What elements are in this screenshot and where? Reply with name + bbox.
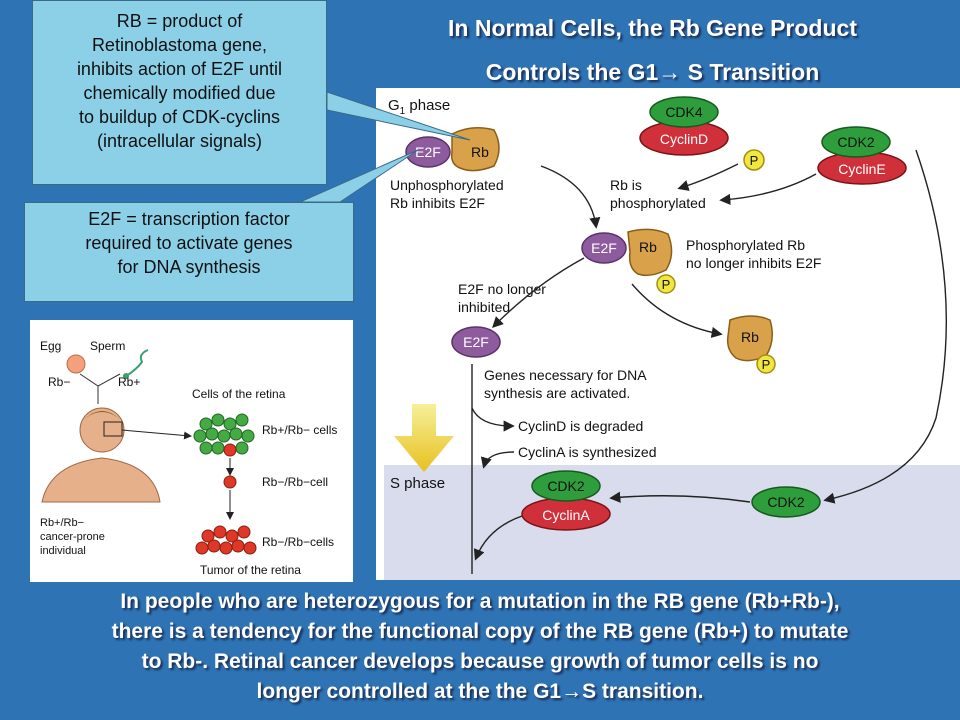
cdk2-oval-3	[751, 486, 821, 518]
sperm-label: Sperm	[90, 339, 125, 353]
genes-label-2: synthesis are activated.	[484, 385, 630, 401]
e2f-definition-callout: E2F = transcription factor required to a…	[24, 202, 354, 302]
g1-phase-label: G1 phase	[388, 97, 450, 117]
bottom-line-1: In people who are heterozygous for a mut…	[120, 590, 840, 613]
rb-plus-label: Rb+	[118, 375, 140, 389]
genes-label-1: Genes necessary for DNA	[484, 367, 647, 383]
s-phase-band	[384, 465, 960, 580]
rb-mm-cells-label: Rb−/Rb−cells	[262, 535, 334, 549]
person-hair	[80, 411, 124, 424]
cell-cycle-diagram: G1 phase S phase E2F Rb Unphosphorylated…	[376, 88, 960, 580]
rb-callout-line: Retinoblastoma gene,	[91, 35, 268, 55]
rb-is-label-1: Rb is	[610, 177, 642, 193]
bottom-line-2: there is a tendency for the functional c…	[111, 620, 849, 643]
nolonger-label-1: E2F no longer	[458, 281, 546, 297]
cyclin-a-label: CyclinA	[542, 507, 590, 523]
egg-label: Egg	[40, 339, 61, 353]
individual-label-3: individual	[40, 545, 86, 557]
cdk4-oval	[649, 96, 719, 128]
egg-cell	[66, 354, 86, 374]
cdk2-oval-2	[531, 470, 601, 502]
transition-arrow	[394, 404, 454, 472]
tumor-label: Tumor of the retina	[200, 563, 301, 577]
rb-shape-2	[627, 228, 673, 277]
sperm-cell	[125, 349, 149, 377]
arrow-cdke-p	[719, 173, 817, 205]
cyclina-synth-label: CyclinA is synthesized	[518, 444, 657, 460]
cyclin-e-label: CyclinE	[838, 161, 885, 177]
e2f-callout-line: E2F = transcription factor	[88, 209, 290, 229]
rb-pm-cells-label: Rb+/Rb− cells	[262, 423, 337, 437]
arrow-cyclina-synth	[480, 451, 515, 469]
phosphate-label-3: P	[762, 357, 771, 372]
cdk2-oval-1	[821, 126, 891, 158]
rb-label-3: Rb	[741, 329, 759, 345]
s-phase-divider	[384, 429, 960, 465]
rb-callout-line: to buildup of CDK-cyclins	[78, 107, 281, 127]
arrow-cdk2-to-cyclina	[609, 491, 751, 503]
individual-label-2: cancer-prone	[40, 531, 105, 543]
eye-pointer-line	[121, 429, 192, 440]
phosphate-label-1: P	[750, 153, 759, 168]
e2f-callout-line: for DNA synthesis	[117, 257, 261, 277]
sperm-head	[123, 373, 129, 379]
tumor-cell-cluster	[195, 525, 257, 555]
arrow-cdk2e-to-cdk2	[823, 149, 947, 504]
arrow-cyclina-down	[473, 515, 523, 561]
rb-callout-line: RB = product of	[116, 11, 243, 31]
rb-label-2: Rb	[639, 239, 657, 255]
individual-label-1: Rb+/Rb−	[40, 517, 84, 529]
phos-label-1: Phosphorylated Rb	[686, 237, 805, 253]
green-cell-cluster	[193, 413, 255, 457]
e2f-label-2: E2F	[591, 240, 617, 256]
bottom-line-3: to Rb-. Retinal cancer develops because …	[141, 650, 819, 673]
slide-title: In Normal Cells, the Rb Gene Product Con…	[375, 6, 930, 94]
retinoblastoma-figure: Egg Sperm Rb− Rb+ Rb+/Rb− cancer-prone i…	[30, 320, 353, 582]
phosphate-circle-1	[743, 149, 765, 171]
rb-mm-cell-label: Rb−/Rb−cell	[262, 475, 328, 489]
e2f-oval-2	[581, 232, 627, 264]
zygote-lines	[79, 373, 121, 404]
phosphate-circle-3	[756, 354, 776, 374]
phos-label-2: no longer inhibits E2F	[686, 255, 821, 271]
cdk2-label-1: CDK2	[837, 134, 875, 150]
bottom-explanation: In people who are heterozygous for a mut…	[10, 587, 950, 707]
rb-callout-line: (intracellular signals)	[96, 131, 263, 151]
rb-minus-label: Rb−	[48, 375, 70, 389]
e2f-callout-line: required to activate genes	[85, 233, 293, 253]
cdk2-label-2: CDK2	[547, 478, 585, 494]
arrow-rb-to-phos	[540, 165, 601, 229]
cyclind-degraded-label: CyclinD is degraded	[518, 418, 643, 434]
title-line-1: In Normal Cells, the Rb Gene Product	[448, 15, 857, 41]
e2f-oval-3	[451, 326, 501, 358]
person-head	[79, 407, 125, 453]
arrow-to-free-e2f	[492, 257, 585, 328]
arrow-to-free-rb	[631, 283, 723, 338]
cdk4-label: CDK4	[665, 104, 703, 120]
unphos-label-1: Unphosphorylated	[390, 177, 504, 193]
title-line-2: Controls the G1→ S Transition	[485, 59, 820, 85]
nolonger-label-2: inhibited	[458, 299, 510, 315]
unphos-label-2: Rb inhibits E2F	[390, 195, 485, 211]
bottom-line-4: longer controlled at the the G1→S transi…	[256, 680, 704, 703]
s-phase-label: S phase	[390, 475, 445, 492]
arrow-cdk4-p	[677, 163, 739, 191]
person-body	[41, 457, 161, 503]
rb-callout-line: chemically modified due	[83, 83, 276, 103]
rb-label-1: Rb	[471, 144, 489, 160]
rb-definition-callout: RB = product of Retinoblastoma gene, inh…	[32, 0, 327, 185]
cdk2-label-3: CDK2	[767, 494, 805, 510]
rb-is-label-2: phosphorylated	[610, 195, 706, 211]
cells-of-retina-label: Cells of the retina	[192, 387, 286, 401]
single-red-cell	[223, 475, 237, 489]
cyclin-d-label: CyclinD	[660, 131, 708, 147]
e2f-label-1: E2F	[415, 144, 441, 160]
rb-callout-line: inhibits action of E2F until	[76, 59, 283, 79]
phosphate-circle-2	[656, 274, 676, 294]
eye-highlight-box	[103, 421, 123, 437]
e2f-label-3: E2F	[463, 334, 489, 350]
phosphate-label-2: P	[662, 277, 671, 292]
arrow-cyclind-degraded	[471, 407, 515, 432]
